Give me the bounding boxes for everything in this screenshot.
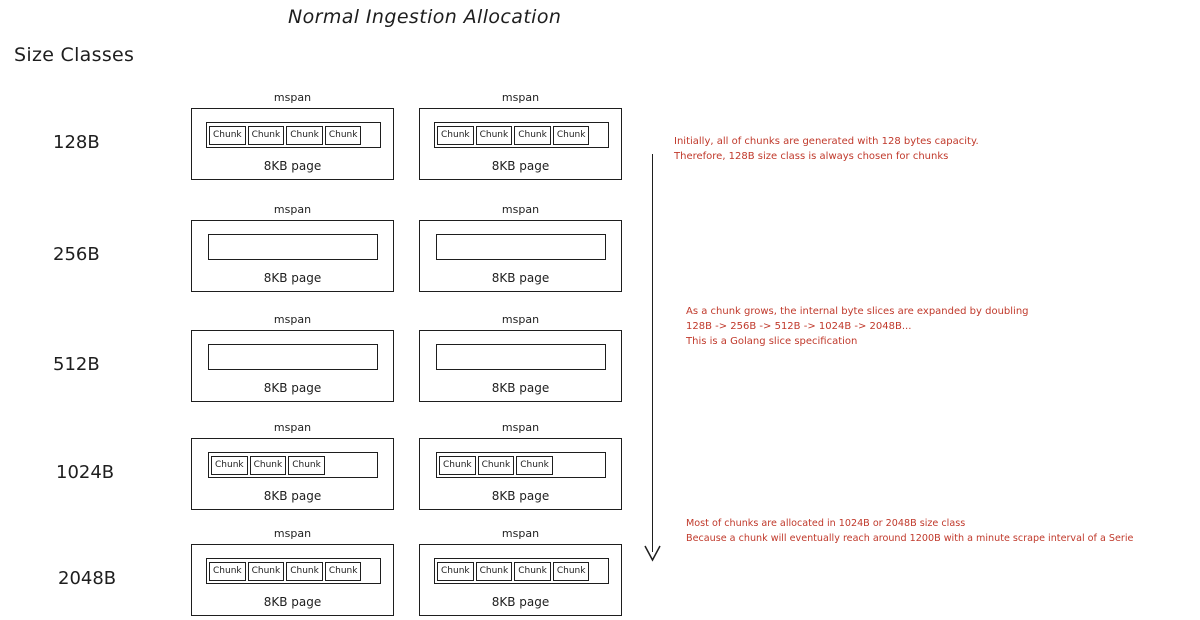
chunk: Chunk bbox=[247, 561, 285, 581]
note-slice-doubling: As a chunk grows, the internal byte slic… bbox=[686, 304, 1029, 349]
diagram-title: Normal Ingestion Allocation bbox=[288, 6, 562, 28]
page-size-label: 8KB page bbox=[263, 489, 322, 503]
chunk: Chunk bbox=[437, 561, 474, 581]
chunk: Chunk bbox=[324, 561, 362, 581]
note-line: As a chunk grows, the internal byte slic… bbox=[686, 306, 1029, 317]
chunk-container bbox=[208, 344, 378, 370]
page-size-label: 8KB page bbox=[491, 271, 550, 285]
chunk: Chunk bbox=[209, 125, 246, 145]
chunk: Chunk bbox=[552, 125, 590, 145]
chunk: Chunk bbox=[247, 125, 285, 145]
note-line: Therefore, 128B size class is always cho… bbox=[674, 151, 949, 162]
size-class-label: 2048B bbox=[58, 568, 117, 589]
note-common-size-class: Most of chunks are allocated in 1024B or… bbox=[686, 516, 1133, 546]
note-line: Because a chunk will eventually reach ar… bbox=[686, 533, 1134, 544]
note-line: Initially, all of chunks are generated w… bbox=[674, 136, 979, 147]
chunk: Chunk bbox=[439, 455, 476, 475]
size-class-label: 128B bbox=[53, 132, 100, 153]
mspan-label: mspan bbox=[501, 203, 540, 216]
page-size-label: 8KB page bbox=[491, 159, 550, 173]
chunk: Chunk bbox=[552, 561, 590, 581]
mspan-page-box: 8KB page bbox=[419, 330, 622, 402]
chunk: Chunk bbox=[475, 125, 513, 145]
growth-arrow-head-icon bbox=[644, 545, 661, 562]
chunk: Chunk bbox=[514, 125, 551, 145]
note-line: This is a Golang slice specification bbox=[686, 336, 858, 347]
note-line: Most of chunks are allocated in 1024B or… bbox=[686, 518, 966, 529]
chunk: Chunk bbox=[209, 561, 246, 581]
page-size-label: 8KB page bbox=[263, 381, 322, 395]
mspan-label: mspan bbox=[273, 421, 312, 434]
mspan-label: mspan bbox=[273, 313, 312, 326]
chunk-container bbox=[208, 234, 378, 260]
size-classes-heading: Size Classes bbox=[14, 44, 135, 66]
chunk: Chunk bbox=[288, 455, 325, 475]
mspan-label: mspan bbox=[273, 203, 312, 216]
note-line: 128B -> 256B -> 512B -> 1024B -> 2048B..… bbox=[686, 321, 912, 332]
chunk: Chunk bbox=[249, 455, 287, 475]
page-size-label: 8KB page bbox=[491, 595, 550, 609]
size-class-label: 1024B bbox=[56, 462, 115, 483]
mspan-page-box: 8KB page bbox=[191, 330, 394, 402]
mspan-page-box: 8KB page bbox=[191, 220, 394, 292]
page-size-label: 8KB page bbox=[491, 381, 550, 395]
chunk: Chunk bbox=[286, 561, 323, 581]
chunk: Chunk bbox=[211, 455, 248, 475]
mspan-page-box: 8KB page bbox=[419, 220, 622, 292]
mspan-label: mspan bbox=[273, 527, 312, 540]
chunk: Chunk bbox=[286, 125, 323, 145]
size-class-label: 512B bbox=[53, 354, 100, 375]
page-size-label: 8KB page bbox=[263, 159, 322, 173]
mspan-label: mspan bbox=[501, 527, 540, 540]
page-size-label: 8KB page bbox=[491, 489, 550, 503]
chunk: Chunk bbox=[477, 455, 515, 475]
chunk: Chunk bbox=[437, 125, 474, 145]
page-size-label: 8KB page bbox=[263, 271, 322, 285]
mspan-label: mspan bbox=[501, 91, 540, 104]
note-initial-allocation: Initially, all of chunks are generated w… bbox=[674, 134, 979, 164]
growth-arrow-line bbox=[652, 154, 653, 552]
chunk: Chunk bbox=[516, 455, 553, 475]
mspan-label: mspan bbox=[273, 91, 312, 104]
chunk: Chunk bbox=[514, 561, 551, 581]
chunk-container bbox=[436, 344, 606, 370]
mspan-label: mspan bbox=[501, 313, 540, 326]
size-class-label: 256B bbox=[53, 244, 100, 265]
chunk: Chunk bbox=[324, 125, 362, 145]
chunk-container bbox=[436, 234, 606, 260]
page-size-label: 8KB page bbox=[263, 595, 322, 609]
chunk: Chunk bbox=[475, 561, 513, 581]
mspan-label: mspan bbox=[501, 421, 540, 434]
